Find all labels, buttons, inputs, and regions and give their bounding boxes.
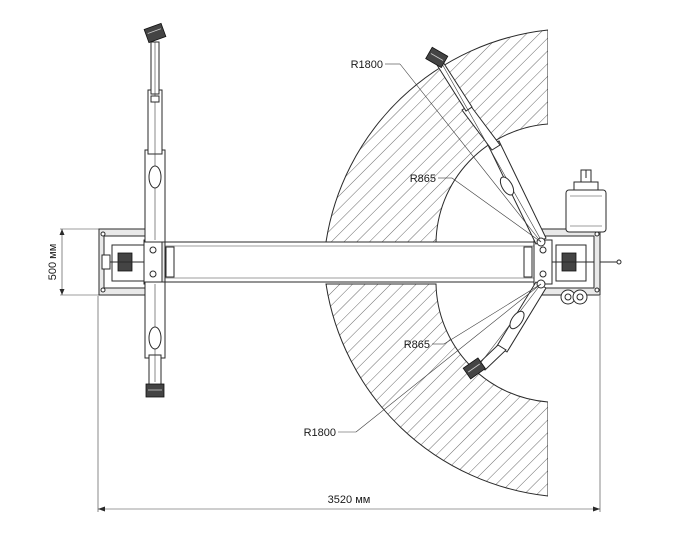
- overall-width-label: 3520 мм: [328, 494, 371, 506]
- right-post: [533, 228, 622, 296]
- right-arm-top: [436, 61, 547, 247]
- radius-inner-bottom-label: R865: [404, 339, 430, 351]
- radius-inner-top-callout: R865: [410, 173, 542, 243]
- post-width-label: 500 мм: [47, 244, 59, 281]
- left-arm-top: [144, 41, 166, 243]
- radius-outer-bottom-label: R1800: [304, 427, 336, 439]
- cross-beam: [159, 241, 547, 283]
- post-width-dimension: 500 мм: [47, 228, 100, 296]
- left-arm-top-pad: [143, 22, 167, 44]
- hydraulic-reservoir: [560, 289, 588, 305]
- overall-width-dimension: 3520 мм: [97, 296, 601, 512]
- right-arm-bottom-pad: [462, 357, 486, 380]
- left-arm-bottom-pad: [145, 383, 165, 398]
- right-arm-bottom: [476, 279, 547, 371]
- left-arm-bottom: [144, 281, 166, 386]
- radius-outer-top-label: R1800: [351, 59, 383, 71]
- radius-outer-top-callout: R1800: [351, 59, 542, 243]
- radius-outer-bottom-callout: R1800: [304, 283, 542, 439]
- swing-zone-bottom: [325, 283, 548, 497]
- motor-unit: [565, 169, 607, 233]
- left-post: [98, 228, 166, 296]
- radius-inner-top-label: R865: [410, 173, 436, 185]
- radius-inner-bottom-callout: R865: [404, 283, 542, 351]
- right-arm-top-pad: [425, 46, 449, 69]
